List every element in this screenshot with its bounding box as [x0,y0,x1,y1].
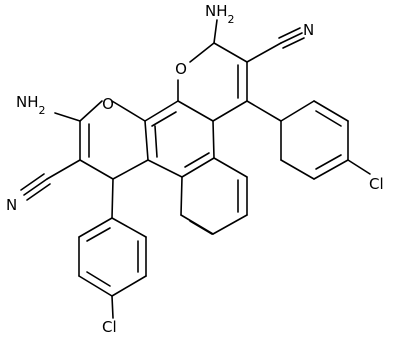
bond [112,159,149,180]
bond [280,32,303,44]
atom-label-cn-top: N [303,21,314,39]
bond [181,157,215,178]
bond [213,19,218,44]
bond [313,159,349,180]
bond [111,178,114,219]
bond [278,27,301,39]
atom-label-cl-right: Cl [369,175,384,193]
atom-label-layer: O O NH2 NH2 N N Cl Cl [6,2,384,336]
bond [111,100,146,122]
bond [212,120,215,159]
bond [189,220,213,235]
bond [111,217,147,238]
bond [79,159,114,180]
bond [54,112,81,122]
bond [315,154,342,170]
bond [144,100,179,122]
bond [315,110,342,127]
bond [147,159,183,178]
bond [184,152,210,168]
bond [86,271,111,287]
bond [111,295,114,319]
atom-label-nh2-left: NH2 [16,93,46,117]
bond [78,275,113,297]
atom-label-cl-bottom: Cl [102,318,117,336]
bond [213,42,248,63]
bond [23,178,48,196]
bond [213,157,248,178]
bond [212,100,248,122]
bond [246,100,282,122]
atom-label-nh2-top: NH2 [205,2,235,26]
bond [46,159,81,180]
bond [151,111,177,127]
atom-label-o2: O [175,60,187,78]
bond [177,100,214,122]
bond [347,159,371,175]
bond [189,42,215,63]
bond [280,159,315,180]
bond [280,100,315,122]
bond [282,37,305,49]
bond [86,227,111,242]
atom-label-cn-left: N [6,196,17,214]
bond [79,100,103,122]
bond [111,275,147,297]
bond [154,125,158,158]
bond [180,176,183,216]
bond [144,120,149,161]
bond [26,183,51,201]
bond [78,217,113,238]
bond-layer [20,19,371,319]
atom-label-o1: O [102,95,114,113]
bond [20,173,45,191]
bond [313,100,349,122]
bond [212,214,248,235]
bond [246,42,282,63]
